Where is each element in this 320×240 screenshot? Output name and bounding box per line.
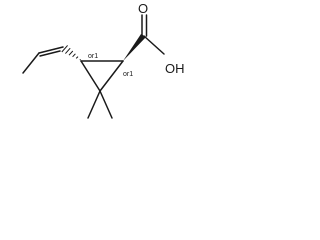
propenyl-chain [22,46,64,74]
ring-bond-right [99,60,124,92]
solid-wedge-bond [123,34,146,61]
vinyl-double-bond-inner [39,50,61,57]
hashed-wedge-bond [61,45,81,61]
stereo-label-left: or1 [88,53,98,60]
ring-bond-left [80,60,101,92]
methyl-bond-right [99,90,113,119]
structure-drawing: O OH or1 or1 [22,1,185,119]
hydroxyl-bond [143,35,165,55]
methyl-bond-left [87,90,101,119]
molecule-canvas: O OH or1 or1 [0,0,201,142]
gem-dimethyl-group [87,90,113,119]
vinyl-double-bond-outer [38,46,64,54]
carbonyl-oxygen-label: O [138,1,148,16]
stereo-label-right: or1 [123,71,133,78]
cyclopropane-ring [80,60,124,92]
carboxylic-acid-group: O OH [138,1,185,76]
hydroxyl-label: OH [165,61,185,76]
methyl-terminal-bond [22,52,40,74]
